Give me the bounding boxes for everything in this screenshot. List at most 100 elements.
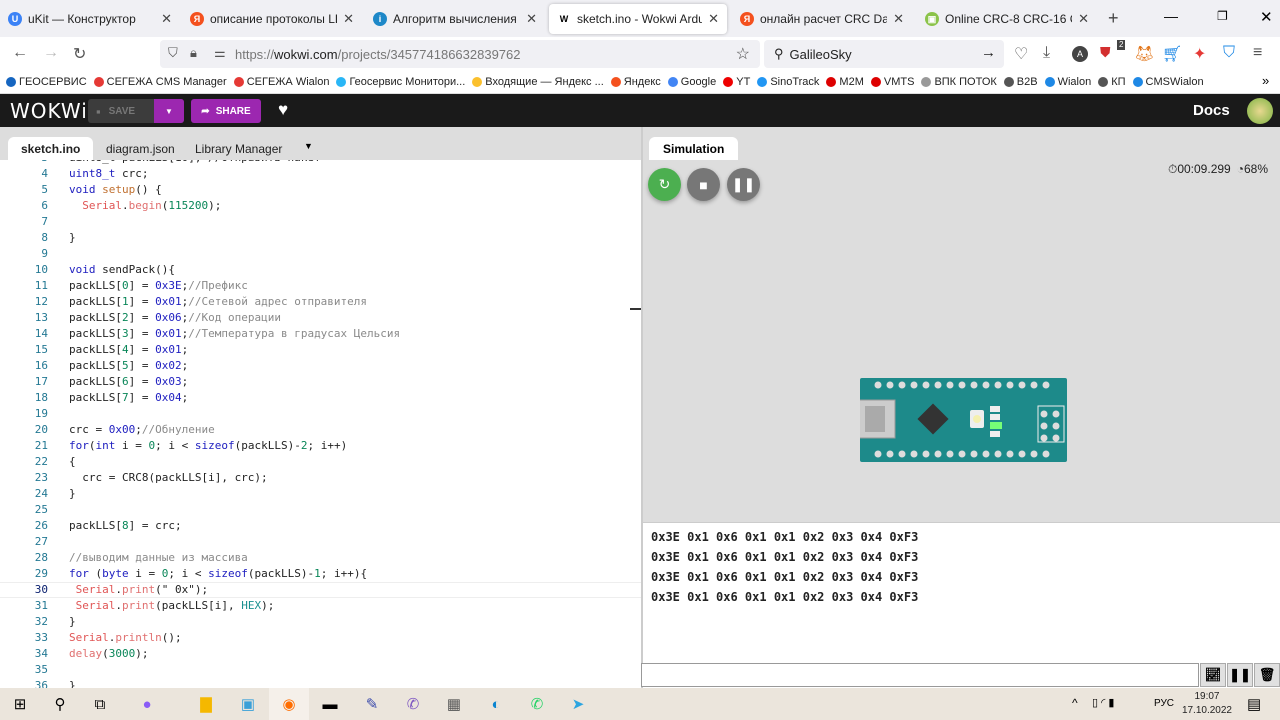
whatsapp-button[interactable]: ✆ — [517, 688, 557, 720]
telegram-button[interactable]: ➤ — [558, 688, 598, 720]
download-icon[interactable]: ⤓ — [1043, 44, 1051, 61]
restart-button[interactable]: ↻ — [648, 168, 681, 201]
bookmark-item[interactable]: B2B — [1003, 76, 1038, 88]
task-view-button[interactable]: ⧉ — [80, 688, 120, 720]
tab-diagram-json[interactable]: diagram.json — [106, 141, 175, 156]
code-editor[interactable]: 3uint8_t packLLS[10]; //Отправить пакет4… — [0, 160, 641, 688]
search-button[interactable]: ⚲ — [40, 688, 80, 720]
code-line[interactable]: 31 Serial.print(packLLS[i], HEX); — [0, 598, 641, 614]
pocket-icon[interactable]: ♡ — [1014, 46, 1029, 63]
search-go-icon[interactable]: → — [981, 44, 996, 61]
code-line[interactable]: 19 — [0, 406, 641, 422]
pause-button[interactable]: ❚❚ — [727, 168, 760, 201]
bookmark-item[interactable]: M2M — [826, 76, 864, 88]
menu-icon[interactable]: ≡ — [1253, 44, 1263, 61]
minimize-button[interactable]: — — [1164, 8, 1178, 24]
plotter-button[interactable]: 📈︎ — [1200, 663, 1226, 687]
serial-pause-button[interactable]: ❚❚ — [1227, 663, 1253, 687]
code-line[interactable]: 24} — [0, 486, 641, 502]
save-dropdown-button[interactable]: ▼ — [154, 99, 184, 123]
calculator-button[interactable]: ▦ — [434, 688, 474, 720]
close-window-button[interactable]: ✕ — [1260, 9, 1273, 26]
bookmark-item[interactable]: YT — [723, 76, 750, 88]
editor-scrollbar[interactable] — [630, 308, 641, 310]
close-tab-icon[interactable]: ✕ — [1078, 11, 1089, 26]
ublock-icon[interactable]: ⛊ — [1100, 44, 1111, 60]
pane-divider[interactable] — [641, 127, 643, 688]
viber-button[interactable]: ✆ — [393, 688, 433, 720]
bookmark-item[interactable]: Геосервис Монитори... — [336, 76, 465, 88]
tab-library-manager[interactable]: Library Manager — [195, 141, 283, 156]
code-line[interactable]: 30 Serial.print(" 0x"); — [0, 582, 641, 598]
search-box[interactable]: ⚲ GalileoSky → — [764, 40, 1004, 68]
tray-up-icon[interactable]: ^ — [1072, 696, 1078, 710]
close-tab-icon[interactable]: ✕ — [893, 11, 904, 26]
bookmark-item[interactable]: ГЕОСЕРВИС — [6, 76, 87, 88]
bookmark-item[interactable]: SinoTrack — [757, 76, 819, 88]
tabs-dropdown-icon[interactable]: ▼ — [304, 141, 313, 151]
cart-icon[interactable]: 🛒︎ — [1162, 46, 1183, 63]
bookmark-item[interactable]: VMTS — [870, 76, 914, 88]
start-button[interactable]: ⊞ — [0, 688, 40, 720]
terminal-button[interactable]: ▬ — [310, 688, 350, 720]
bookmark-item[interactable]: КП — [1098, 76, 1126, 88]
bookmark-item[interactable]: СЕГЕЖА Wialon — [233, 76, 329, 88]
code-line[interactable]: 3uint8_t packLLS[10]; //Отправить пакет — [0, 160, 641, 166]
account-icon[interactable]: A — [1072, 46, 1088, 62]
forward-icon[interactable]: → — [43, 44, 59, 61]
bookmark-item[interactable]: Wialon — [1044, 76, 1091, 88]
bookmark-item[interactable]: CMSWialon — [1132, 76, 1204, 88]
tab-simulation[interactable]: Simulation — [649, 137, 739, 160]
notifications-icon[interactable]: ▤ — [1247, 696, 1262, 713]
clear-serial-button[interactable]: 🗑︎ — [1254, 663, 1280, 687]
new-tab-button[interactable]: + — [1108, 8, 1119, 28]
share-button[interactable]: ➦ SHARE — [191, 99, 261, 123]
bookmark-item[interactable]: ВПК ПОТОК — [921, 76, 997, 88]
heart-icon[interactable]: ♥ — [278, 100, 289, 119]
wokwi-logo[interactable]: WOKWi — [10, 99, 88, 123]
bookmark-star-icon[interactable]: ☆ — [735, 46, 750, 63]
close-tab-icon[interactable]: ✕ — [161, 11, 172, 26]
browser-tab[interactable]: ▣Online CRC-8 CRC-16 CRC-32 C✕ — [917, 4, 1097, 34]
close-tab-icon[interactable]: ✕ — [343, 11, 354, 26]
reload-icon[interactable]: ↻ — [73, 46, 87, 63]
close-tab-icon[interactable]: ✕ — [708, 11, 719, 26]
code-line[interactable]: 28//выводим данные из массива — [0, 550, 641, 566]
tab-sketch-ino[interactable]: sketch.ino — [8, 137, 94, 160]
address-bar[interactable]: ⛉ 🔒︎ ⚌ https://wokwi.com/projects/345774… — [160, 40, 760, 68]
bookmark-item[interactable]: Яндекс — [610, 76, 661, 88]
app-button[interactable]: ▣ — [228, 688, 268, 720]
explorer-button[interactable]: ▇ — [186, 688, 226, 720]
more-bookmarks-icon[interactable]: » — [1262, 73, 1270, 88]
serial-input[interactable] — [641, 663, 1199, 687]
edge-button[interactable]: ◐ — [476, 688, 516, 720]
save-button[interactable]: ▪ SAVE ▼ — [88, 99, 184, 123]
avatar[interactable] — [1247, 98, 1273, 124]
alice-button[interactable]: ● — [127, 688, 167, 720]
back-icon[interactable]: ← — [12, 44, 28, 61]
code-line[interactable]: 9 — [0, 246, 641, 262]
code-line[interactable]: 8} — [0, 230, 641, 246]
restore-button[interactable]: ❐ — [1217, 9, 1228, 23]
code-line[interactable]: 22{ — [0, 454, 641, 470]
code-line[interactable]: 25 — [0, 502, 641, 518]
metamask-icon[interactable]: 🦊︎ — [1134, 46, 1155, 63]
